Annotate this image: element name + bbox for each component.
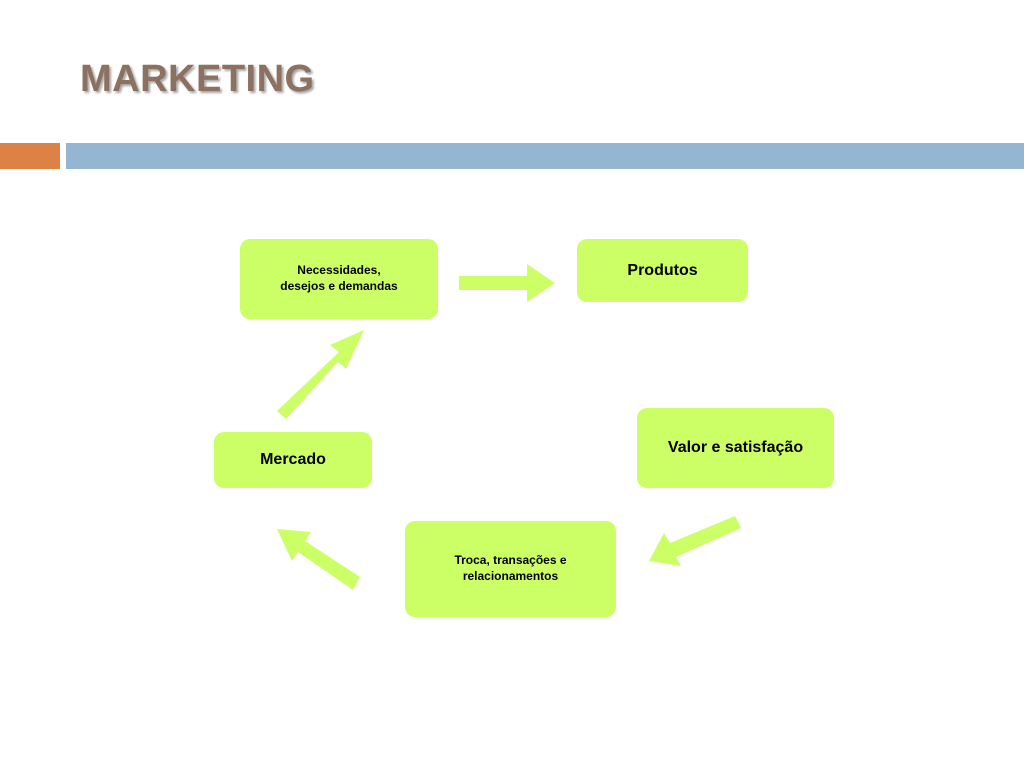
- node-mercado: Mercado: [214, 432, 372, 488]
- node-produtos: Produtos: [577, 239, 748, 302]
- arrow-mercado-to-necessidades: [277, 330, 364, 419]
- node-produtos-label: Produtos: [627, 262, 698, 279]
- slide-title: MARKETING: [80, 58, 315, 100]
- node-necessidades-line1: Necessidades,: [297, 263, 381, 278]
- node-valor-satisfacao: Valor e satisfação: [637, 408, 834, 488]
- node-necessidades-line2: desejos e demandas: [280, 279, 398, 293]
- arrow-necessidades-to-produtos: [459, 264, 555, 302]
- arrow-troca-to-mercado: [277, 529, 360, 590]
- title-accent-bar-blue: [66, 143, 1024, 169]
- node-troca-transacoes: Troca, transações e relacionamentos: [405, 521, 616, 617]
- node-troca-line1: Troca, transações e: [454, 553, 567, 568]
- node-necessidades-desejos-demandas: Necessidades, desejos e demandas: [240, 239, 438, 319]
- node-troca-line2: relacionamentos: [462, 569, 559, 583]
- arrow-valor-to-troca: [649, 516, 741, 566]
- title-accent-bar-orange: [0, 143, 60, 169]
- node-mercado-label: Mercado: [260, 450, 326, 468]
- node-valor-label: Valor e satisfação: [667, 439, 804, 456]
